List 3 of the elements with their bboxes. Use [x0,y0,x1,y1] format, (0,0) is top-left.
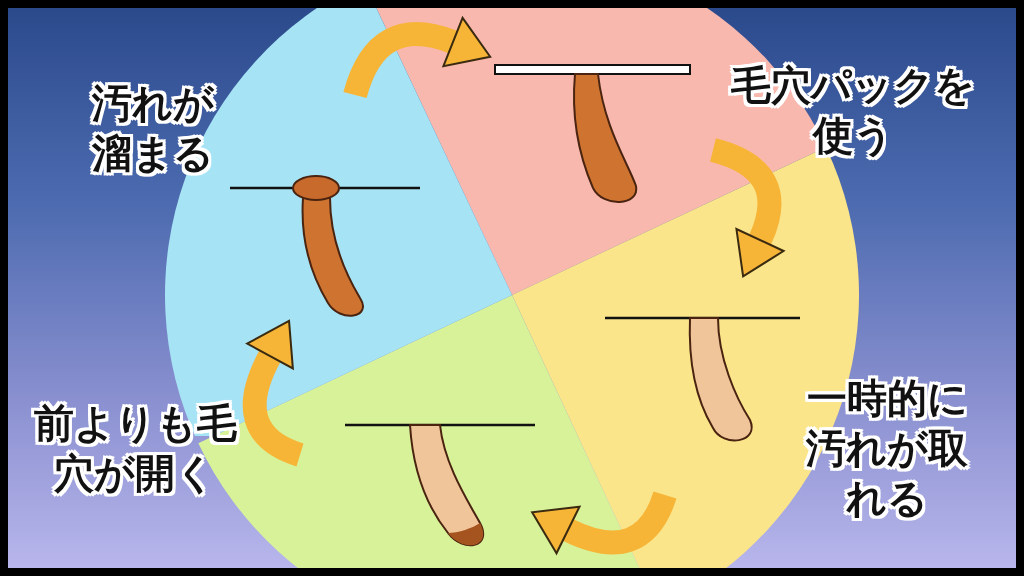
cycle-arrow [343,16,492,99]
stage-label: 前よりも毛穴が開く [32,399,238,498]
stage-label: 一時的に汚れが取れる [805,374,969,523]
